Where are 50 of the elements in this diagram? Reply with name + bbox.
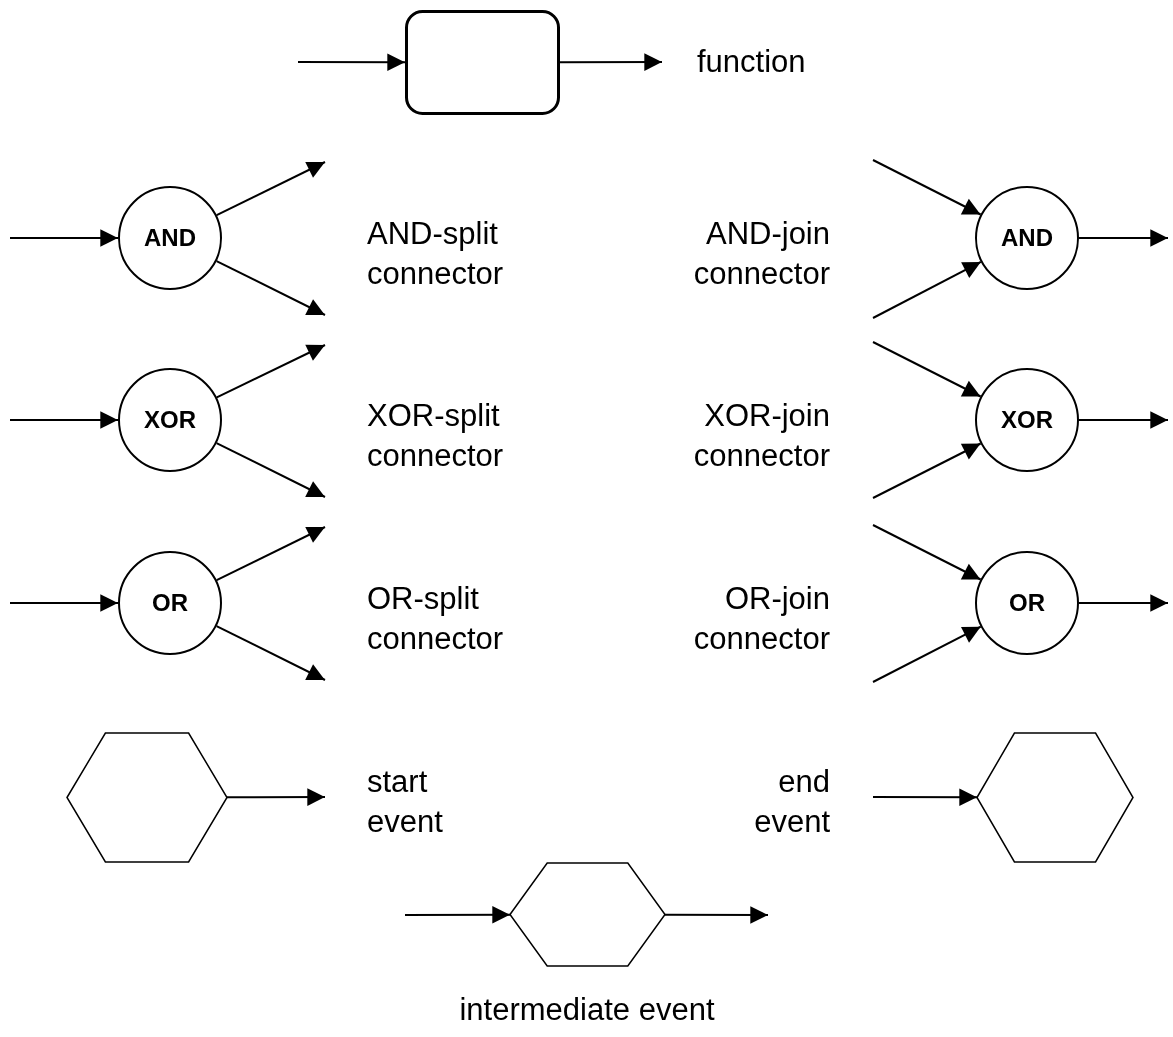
arrow bbox=[215, 526, 326, 582]
symbol-caption: intermediate event bbox=[458, 991, 716, 1029]
arrow bbox=[215, 161, 326, 217]
symbol-caption: XOR-join connector bbox=[692, 397, 830, 475]
connector-label: OR bbox=[152, 589, 188, 617]
arrow bbox=[1078, 411, 1169, 429]
arrow bbox=[664, 906, 769, 924]
arrow bbox=[559, 53, 663, 71]
arrow bbox=[9, 411, 119, 429]
arrow bbox=[215, 625, 326, 681]
connector-label: XOR bbox=[1001, 406, 1053, 434]
event-hexagon bbox=[977, 732, 1133, 863]
symbol-caption: XOR-split connector bbox=[367, 397, 505, 475]
arrow bbox=[226, 788, 326, 806]
connector-circle bbox=[118, 551, 222, 655]
arrow bbox=[404, 906, 511, 924]
arrow bbox=[872, 442, 982, 499]
arrow bbox=[1078, 594, 1169, 612]
arrow bbox=[215, 442, 326, 498]
symbol-caption: AND-join connector bbox=[692, 215, 830, 293]
symbol-caption: OR-join connector bbox=[692, 580, 830, 658]
function-box bbox=[405, 10, 560, 115]
connector-circle bbox=[975, 186, 1079, 290]
arrow bbox=[215, 260, 326, 316]
connector-label: AND bbox=[1001, 224, 1053, 252]
connector-label: XOR bbox=[144, 406, 196, 434]
symbol-caption: start event bbox=[367, 763, 444, 841]
arrow bbox=[9, 229, 119, 247]
arrow bbox=[872, 159, 982, 216]
arrow bbox=[1078, 229, 1169, 247]
arrow bbox=[297, 53, 406, 72]
symbol-caption: OR-split connector bbox=[367, 580, 505, 658]
connector-circle bbox=[118, 368, 222, 472]
connector-label: AND bbox=[144, 224, 196, 252]
symbol-caption: function bbox=[697, 43, 807, 81]
arrow bbox=[872, 260, 982, 319]
arrow bbox=[872, 625, 982, 683]
arrow bbox=[215, 344, 326, 399]
connector-label: OR bbox=[1009, 589, 1045, 617]
symbol-caption: AND-split connector bbox=[367, 215, 505, 293]
connector-circle bbox=[118, 186, 222, 290]
connector-circle bbox=[975, 368, 1079, 472]
arrow bbox=[9, 594, 119, 612]
connector-circle bbox=[975, 551, 1079, 655]
arrow bbox=[872, 341, 982, 398]
arrow bbox=[872, 788, 978, 807]
event-hexagon bbox=[67, 732, 227, 863]
arrow bbox=[872, 524, 982, 581]
symbol-caption: end event bbox=[753, 763, 830, 841]
event-hexagon bbox=[510, 862, 665, 967]
